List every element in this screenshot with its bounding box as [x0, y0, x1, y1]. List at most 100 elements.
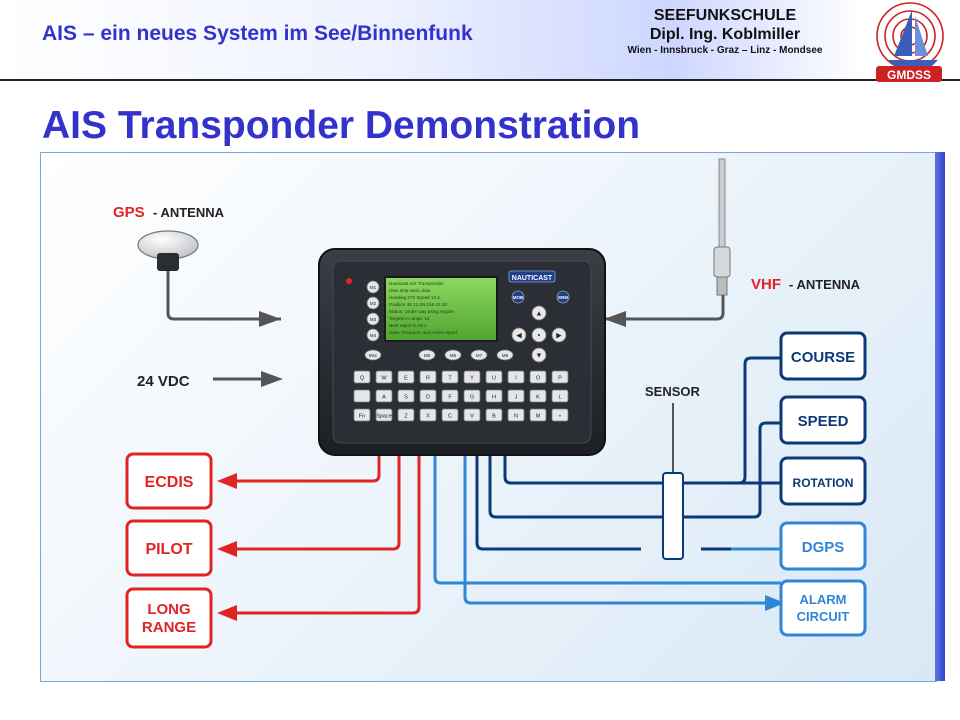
key-2-1[interactable]	[375, 408, 393, 422]
long-range-box	[125, 587, 213, 649]
key-2-5[interactable]	[463, 408, 481, 422]
nav-right-key[interactable]	[551, 327, 567, 343]
school-name-block: SEEFUNKSCHULE Dipl. Ing. Koblmiller Wien…	[590, 6, 860, 58]
key-0-8[interactable]	[529, 370, 547, 384]
pilot-arrow	[217, 541, 237, 557]
nav-enter-key[interactable]	[531, 327, 547, 343]
key-0-7[interactable]	[507, 370, 525, 384]
nav-left-key[interactable]	[511, 327, 527, 343]
key-1-4-label: F	[448, 395, 452, 401]
key-1-1-label: A	[382, 395, 386, 401]
key-0-6-label: U	[492, 376, 496, 382]
nav-down-key[interactable]	[531, 347, 547, 363]
ecdis-arrow	[217, 473, 237, 489]
key-0-3-label: R	[426, 376, 430, 382]
key-0-2[interactable]	[397, 370, 415, 384]
dgps-box	[779, 521, 867, 571]
side-key-m2[interactable]	[366, 296, 380, 310]
key-1-7[interactable]	[507, 389, 525, 403]
key-2-5-label: V	[470, 414, 474, 420]
function-key-m7[interactable]	[470, 349, 488, 361]
key-1-8[interactable]	[529, 389, 547, 403]
lcd-line: Save: Frequenz and Active report	[389, 330, 458, 335]
power-arrow	[261, 371, 283, 387]
key-0-4[interactable]	[441, 370, 459, 384]
course-box	[779, 331, 867, 381]
function-key-msc[interactable]	[364, 349, 382, 361]
key-0-8-label: O	[536, 376, 541, 382]
key-0-6[interactable]	[485, 370, 503, 384]
key-0-4-label: T	[448, 376, 452, 382]
sensor-junction	[662, 472, 684, 560]
function-key-label: Msc	[369, 353, 378, 358]
school-locations: Wien - Innsbruck - Graz – Linz - Mondsee	[627, 45, 823, 56]
function-key-label: M8	[502, 353, 509, 358]
alarm-circuit-box	[779, 579, 867, 637]
key-0-0[interactable]	[353, 370, 371, 384]
key-1-4[interactable]	[441, 389, 459, 403]
key-2-0[interactable]	[353, 408, 371, 422]
mob-key[interactable]	[511, 290, 525, 304]
function-key-m8[interactable]	[496, 349, 514, 361]
ais-diagram: GPS - ANTENNA VHF - ANTENNA 24 VDC	[113, 158, 867, 649]
key-0-0-label: Q	[360, 376, 365, 382]
dgps-label: DGPS	[802, 539, 845, 556]
key-2-4-label: C	[448, 414, 452, 420]
function-key-m5[interactable]	[418, 349, 436, 361]
key-2-2[interactable]	[397, 408, 415, 422]
side-key-label: M1	[370, 285, 377, 290]
key-2-7[interactable]	[507, 408, 525, 422]
lcd-screen	[384, 276, 498, 342]
key-1-3[interactable]	[419, 389, 437, 403]
key-1-9[interactable]	[551, 389, 569, 403]
lcd-line: Own ship static data	[389, 288, 431, 293]
srm-key[interactable]	[556, 290, 570, 304]
key-1-6-label: H	[492, 395, 496, 401]
nav-up-key-glyph: ▲	[536, 311, 543, 318]
vhf-label: VHF	[751, 276, 781, 293]
ecdis-label: ECDIS	[145, 474, 194, 491]
key-0-5[interactable]	[463, 370, 481, 384]
function-key-label: M6	[450, 353, 457, 358]
key-1-6[interactable]	[485, 389, 503, 403]
course-label: COURSE	[791, 349, 855, 366]
side-key-m1[interactable]	[366, 280, 380, 294]
function-key-m6[interactable]	[444, 349, 462, 361]
key-2-3[interactable]	[419, 408, 437, 422]
key-2-6[interactable]	[485, 408, 503, 422]
nav-up-key[interactable]	[531, 305, 547, 321]
side-key-m3[interactable]	[366, 312, 380, 326]
nauticast-badge	[508, 270, 556, 283]
sensor-label: SENSOR	[645, 384, 701, 399]
key-1-0[interactable]	[353, 389, 371, 403]
key-0-7-label: I	[515, 376, 517, 382]
key-0-3[interactable]	[419, 370, 437, 384]
nav-left-key-glyph: ◀	[516, 333, 522, 340]
key-2-8[interactable]	[529, 408, 547, 422]
nav-down-key-glyph: ▼	[536, 353, 543, 360]
alarm-label: ALARM	[800, 592, 847, 607]
key-0-2-label: E	[404, 376, 408, 382]
key-1-2[interactable]	[397, 389, 415, 403]
output-connections	[221, 453, 421, 615]
key-2-4[interactable]	[441, 408, 459, 422]
key-2-8-label: M	[536, 414, 541, 420]
key-0-9[interactable]	[551, 370, 569, 384]
header-divider	[0, 79, 960, 81]
key-2-9[interactable]	[551, 408, 569, 422]
lcd-line: Nauticast AIS Transponder	[389, 281, 444, 286]
key-1-2-label: S	[404, 395, 408, 401]
power-led	[346, 278, 352, 284]
key-1-5[interactable]	[463, 389, 481, 403]
gps-label: GPS	[113, 204, 145, 221]
key-0-5-label: Y	[470, 376, 474, 382]
key-1-9-label: L	[558, 395, 561, 401]
side-key-m4[interactable]	[366, 328, 380, 342]
key-0-1[interactable]	[375, 370, 393, 384]
key-1-1[interactable]	[375, 389, 393, 403]
alarm-arrow	[765, 595, 785, 611]
key-1-7-label: J	[515, 395, 518, 401]
key-1-3-label: D	[426, 395, 430, 401]
speed-label: SPEED	[798, 413, 849, 430]
